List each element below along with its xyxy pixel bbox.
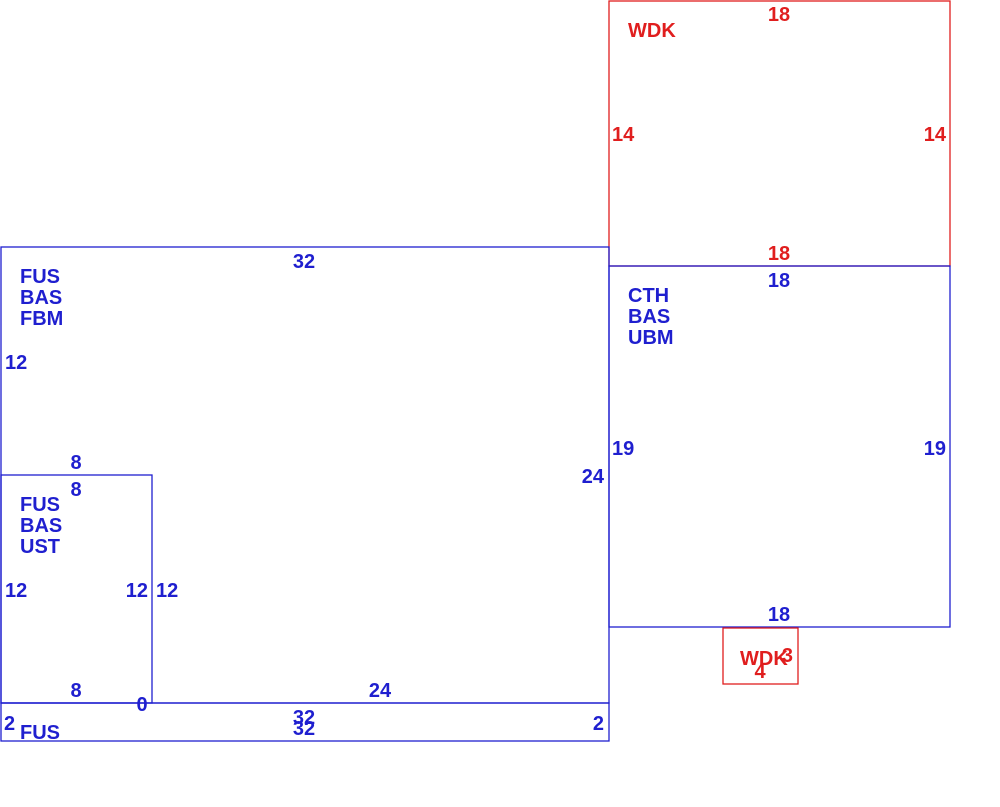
cth-code-2: BAS (628, 306, 670, 328)
cth-dim-left: 19 (612, 438, 634, 460)
ust-dim-right-outer: 12 (156, 580, 178, 602)
fbm-code-3: FBM (20, 308, 63, 330)
wdk-small-outline (722, 627, 799, 685)
ust-dim-right: 12 (126, 580, 148, 602)
wdk-top-dim-right: 14 (924, 124, 947, 146)
fus-strip-outline (0, 702, 610, 742)
cth-dim-right: 19 (924, 438, 946, 460)
ust-dim-left: 12 (5, 580, 27, 602)
fbm-dim-left: 12 (5, 352, 27, 374)
ust-code-3: UST (20, 536, 60, 558)
fbm-dim-top: 32 (293, 251, 315, 273)
ust-code-2: BAS (20, 515, 62, 537)
cth-dim-top: 18 (768, 270, 790, 292)
cth-code-3: UBM (628, 327, 674, 349)
fbm-dim-bottom-left: 8 (70, 452, 81, 474)
ust-dim-bottom: 8 (70, 680, 81, 702)
wdk-small-dim-right: 3 (782, 645, 793, 667)
wdk-top-code: WDK (628, 20, 676, 42)
ust-code-1: FUS (20, 494, 60, 516)
fus-strip-dim-left: 2 (4, 713, 15, 735)
wdk-top-dim-left: 14 (612, 124, 635, 146)
wdk-top-dim-bottom: 18 (768, 243, 790, 265)
wdk-top-dim-top: 18 (768, 4, 790, 26)
wdk-small-dim-bottom: 4 (754, 661, 766, 683)
ust-dim-corner: 0 (136, 694, 147, 716)
fus-strip-code: FUS (20, 722, 60, 744)
fus-strip-dim-right: 2 (593, 713, 604, 735)
fus-strip-dim-top: 32 (293, 707, 315, 729)
ust-dim-top: 8 (70, 479, 81, 501)
cth-code-1: CTH (628, 285, 669, 307)
fbm-dim-right: 24 (582, 466, 605, 488)
wdk-small-code: WDK (740, 648, 788, 670)
fus-strip-dim-bottom: 32 (293, 718, 315, 740)
fbm-code-2: BAS (20, 287, 62, 309)
cth-dim-bottom: 18 (768, 604, 790, 626)
fbm-code-1: FUS (20, 266, 60, 288)
fbm-dim-bottom-mid: 24 (369, 680, 392, 702)
